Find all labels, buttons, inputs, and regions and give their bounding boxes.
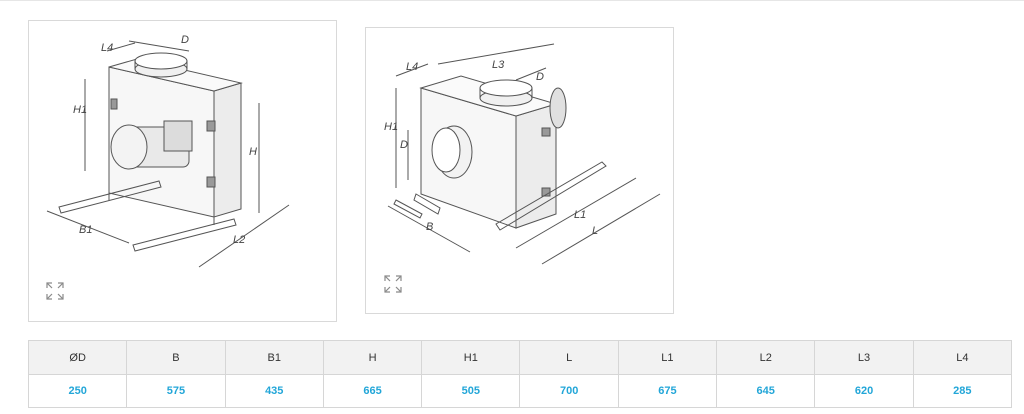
dim-label-b: B — [426, 221, 433, 233]
table-header-row: ØD B B1 H H1 L L1 L2 L3 L4 — [27, 340, 1013, 375]
dim-label-l4: L4 — [101, 42, 113, 54]
top-divider — [0, 0, 1024, 1]
value-cell: 505 — [421, 374, 521, 408]
value-cell: 250 — [27, 374, 128, 408]
table-row: 250 575 435 665 505 700 675 645 620 285 — [27, 374, 1013, 408]
header-cell: L — [519, 340, 619, 375]
drawing-panel-motor-side[interactable]: L4 D H1 H B1 L2 — [28, 20, 337, 322]
expand-icon[interactable] — [45, 281, 65, 301]
value-cell: 285 — [912, 374, 1013, 408]
fan-box-drawing-motor: L4 D H1 H B1 L2 — [46, 34, 290, 268]
value-cell: 675 — [617, 374, 718, 408]
value-cell: 575 — [126, 374, 226, 408]
dimensions-table: ØD B B1 H H1 L L1 L2 L3 L4 250 575 435 6… — [27, 340, 1013, 408]
header-cell: B — [126, 340, 226, 375]
dim-label-l: L — [592, 225, 598, 237]
expand-icon[interactable] — [383, 274, 403, 294]
dim-label-h: H — [249, 146, 257, 158]
value-cell: 435 — [224, 374, 324, 408]
header-cell: H — [322, 340, 423, 375]
drawing-panel-outlet-side[interactable]: L4 L3 D H1 D B L1 L — [365, 27, 674, 314]
value-cell: 645 — [716, 374, 816, 408]
header-cell: B1 — [224, 340, 324, 375]
dim-label-d-side: D — [400, 139, 408, 151]
dim-label-d: D — [181, 34, 189, 46]
dim-label-l2: L2 — [233, 234, 245, 246]
fan-box-drawing-outlet: L4 L3 D H1 D B L1 L — [384, 43, 661, 265]
value-cell: 665 — [322, 374, 423, 408]
dim-label-l4: L4 — [406, 61, 418, 73]
header-cell: L1 — [617, 340, 718, 375]
header-cell: H1 — [421, 340, 521, 375]
header-cell: L2 — [716, 340, 816, 375]
dim-label-b1: B1 — [79, 224, 92, 236]
value-cell: 700 — [519, 374, 619, 408]
dim-label-l3: L3 — [492, 59, 505, 71]
header-cell: ØD — [27, 340, 128, 375]
dim-label-d-top: D — [536, 71, 544, 83]
header-cell: L3 — [814, 340, 914, 375]
header-cell: L4 — [912, 340, 1013, 375]
dim-label-l1: L1 — [574, 209, 586, 221]
dim-label-h1: H1 — [384, 121, 398, 133]
value-cell: 620 — [814, 374, 914, 408]
dim-label-h1: H1 — [73, 104, 87, 116]
